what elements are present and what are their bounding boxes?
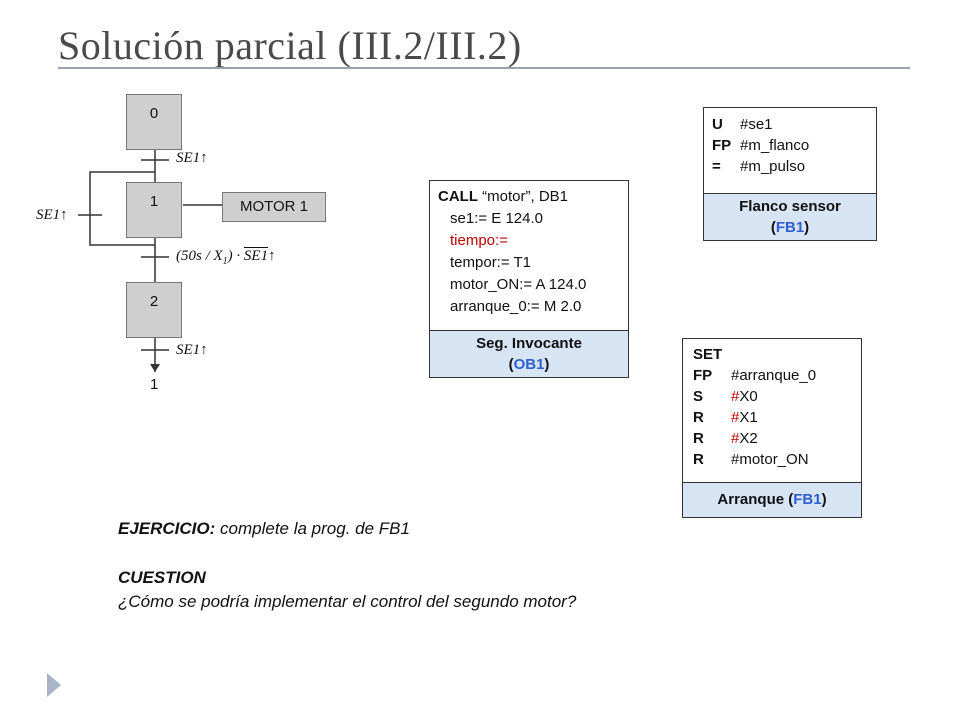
call-block-footer: Seg. Invocante (OB1) bbox=[430, 330, 628, 377]
transition-label-3: SE1↑ bbox=[176, 342, 208, 358]
call-line-2: se1:= E 124.0 bbox=[450, 210, 543, 227]
edge-block: U#se1 FP#m_flanco =#m_pulso Flanco senso… bbox=[703, 107, 877, 241]
grafcet-step-0: 0 bbox=[126, 94, 182, 150]
transition-label-loop: SE1↑ bbox=[36, 207, 68, 223]
call-line-3: tiempo:= bbox=[450, 232, 508, 249]
call-block: CALL “motor”, DB1 se1:= E 124.0 tiempo:=… bbox=[429, 180, 629, 378]
exercise-body: complete la prog. de FB1 bbox=[215, 519, 410, 538]
transition-label-2: (50s / X1) · SE1↑ bbox=[176, 248, 276, 267]
edge-row-3: =#m_pulso bbox=[712, 158, 806, 175]
action-box-motor1: MOTOR 1 bbox=[222, 192, 326, 222]
question-text: ¿Cómo se podría implementar el control d… bbox=[118, 592, 577, 611]
title-underline bbox=[58, 67, 910, 69]
call-line-6: arranque_0:= M 2.0 bbox=[450, 298, 582, 315]
start-header: SET bbox=[693, 346, 723, 363]
edge-row-1: U#se1 bbox=[712, 116, 773, 133]
start-row-3: R#X1 bbox=[693, 409, 758, 426]
jump-arrow bbox=[150, 364, 160, 372]
exercise-text: EJERCICIO: complete la prog. de FB1 bbox=[118, 519, 410, 539]
triangle-bullet-icon bbox=[47, 673, 61, 697]
question-block: CUESTION ¿Cómo se podría implementar el … bbox=[118, 566, 576, 614]
edge-block-footer: Flanco sensor (FB1) bbox=[704, 193, 876, 240]
grafcet-step-2: 2 bbox=[126, 282, 182, 338]
start-row-1: FP#arranque_0 bbox=[693, 367, 817, 384]
page-title: Solución parcial (III.2/III.2) bbox=[58, 23, 522, 68]
start-row-2: S#X0 bbox=[693, 388, 758, 405]
call-line-4: tempor:= T1 bbox=[450, 254, 532, 271]
start-block: SET FP#arranque_0 S#X0 R#X1 R#X2 R#motor… bbox=[682, 338, 862, 518]
grafcet-step-1: 1 bbox=[126, 182, 182, 238]
call-line-5: motor_ON:= A 124.0 bbox=[450, 276, 587, 293]
question-label: CUESTION bbox=[118, 568, 206, 587]
transition-label-1: SE1↑ bbox=[176, 150, 208, 166]
exercise-label: EJERCICIO: bbox=[118, 519, 216, 538]
loop-link bbox=[89, 171, 155, 246]
start-row-5: R#motor_ON bbox=[693, 451, 809, 468]
edge-row-2: FP#m_flanco bbox=[712, 137, 810, 154]
jump-target-label: 1 bbox=[150, 376, 159, 393]
call-line-1: CALL “motor”, DB1 bbox=[438, 188, 569, 205]
start-row-4: R#X2 bbox=[693, 430, 758, 447]
start-block-footer: Arranque (FB1) bbox=[683, 482, 861, 517]
